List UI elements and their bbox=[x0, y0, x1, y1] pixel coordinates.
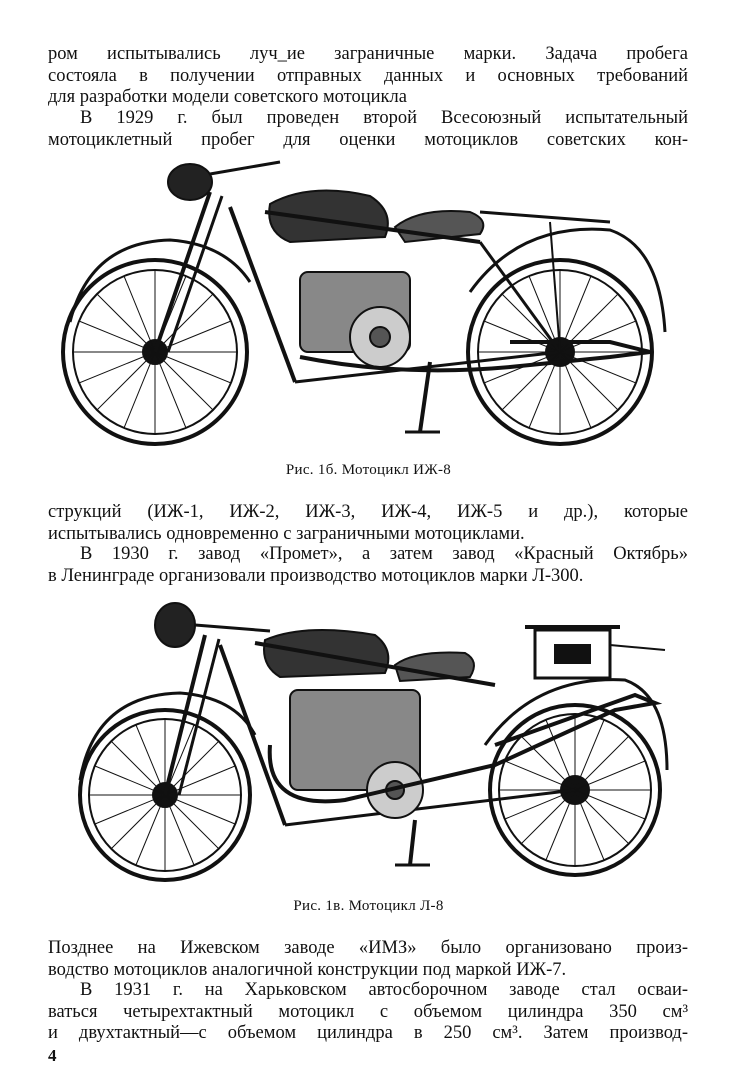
text-line: В 1930 г. завод «Промет», а затем завод … bbox=[80, 544, 688, 564]
figure-caption: Рис. 1б. Мотоцикл ИЖ-8 bbox=[285, 462, 452, 478]
text-line: мотоциклетный пробег для оценки мотоцикл… bbox=[48, 129, 688, 150]
paragraph-6: В 1931 г. на Харьковском автосборочном з… bbox=[48, 980, 688, 1045]
text-line: ром испытывались луч_ие заграничные марк… bbox=[48, 44, 688, 64]
motorcycle-izh8-drawing bbox=[61, 160, 667, 446]
figure-caption: Рис. 1в. Мотоцикл Л-8 bbox=[293, 898, 444, 914]
text-line: для разработки модели советского мотоцик… bbox=[48, 87, 407, 107]
paragraph-5: Позднее на Ижевском заводе «ИМЗ» было ор… bbox=[48, 938, 688, 981]
text-line: струкций (ИЖ-1, ИЖ-2, ИЖ-3, ИЖ-4, ИЖ-5 и… bbox=[48, 502, 688, 522]
paragraph-3: струкций (ИЖ-1, ИЖ-2, ИЖ-3, ИЖ-4, ИЖ-5 и… bbox=[48, 502, 688, 545]
text-line: испытывались одновременно с заграничными… bbox=[48, 523, 525, 544]
text-line: в Ленинграде организовали производство м… bbox=[48, 565, 584, 586]
text-line: В 1929 г. был проведен второй Всесоюзный… bbox=[80, 108, 688, 128]
text-line: состояла в получении отправных данных и … bbox=[48, 65, 688, 86]
page-number: 4 bbox=[48, 1046, 57, 1065]
text-line: и двухтактный—с объемом цилиндра в 250 с… bbox=[48, 1023, 688, 1043]
paragraph-2: В 1929 г. был проведен второй Всесоюзный… bbox=[48, 108, 688, 151]
figure-izh8-illustration bbox=[50, 152, 670, 452]
figure-l8-illustration bbox=[55, 595, 675, 885]
text-line: Позднее на Ижевском заводе «ИМЗ» было ор… bbox=[48, 938, 688, 958]
text-line: В 1931 г. на Харьковском автосборочном з… bbox=[80, 980, 688, 1000]
paragraph-4: В 1930 г. завод «Промет», а затем завод … bbox=[48, 544, 688, 587]
paragraph-1: ром испытывались луч_ие заграничные марк… bbox=[48, 44, 688, 109]
motorcycle-l8-drawing bbox=[78, 602, 669, 882]
text-line: водство мотоциклов аналогичной конструкц… bbox=[48, 959, 567, 980]
text-line: ваться четырехтактный мотоцикл с объемом… bbox=[48, 1001, 688, 1022]
